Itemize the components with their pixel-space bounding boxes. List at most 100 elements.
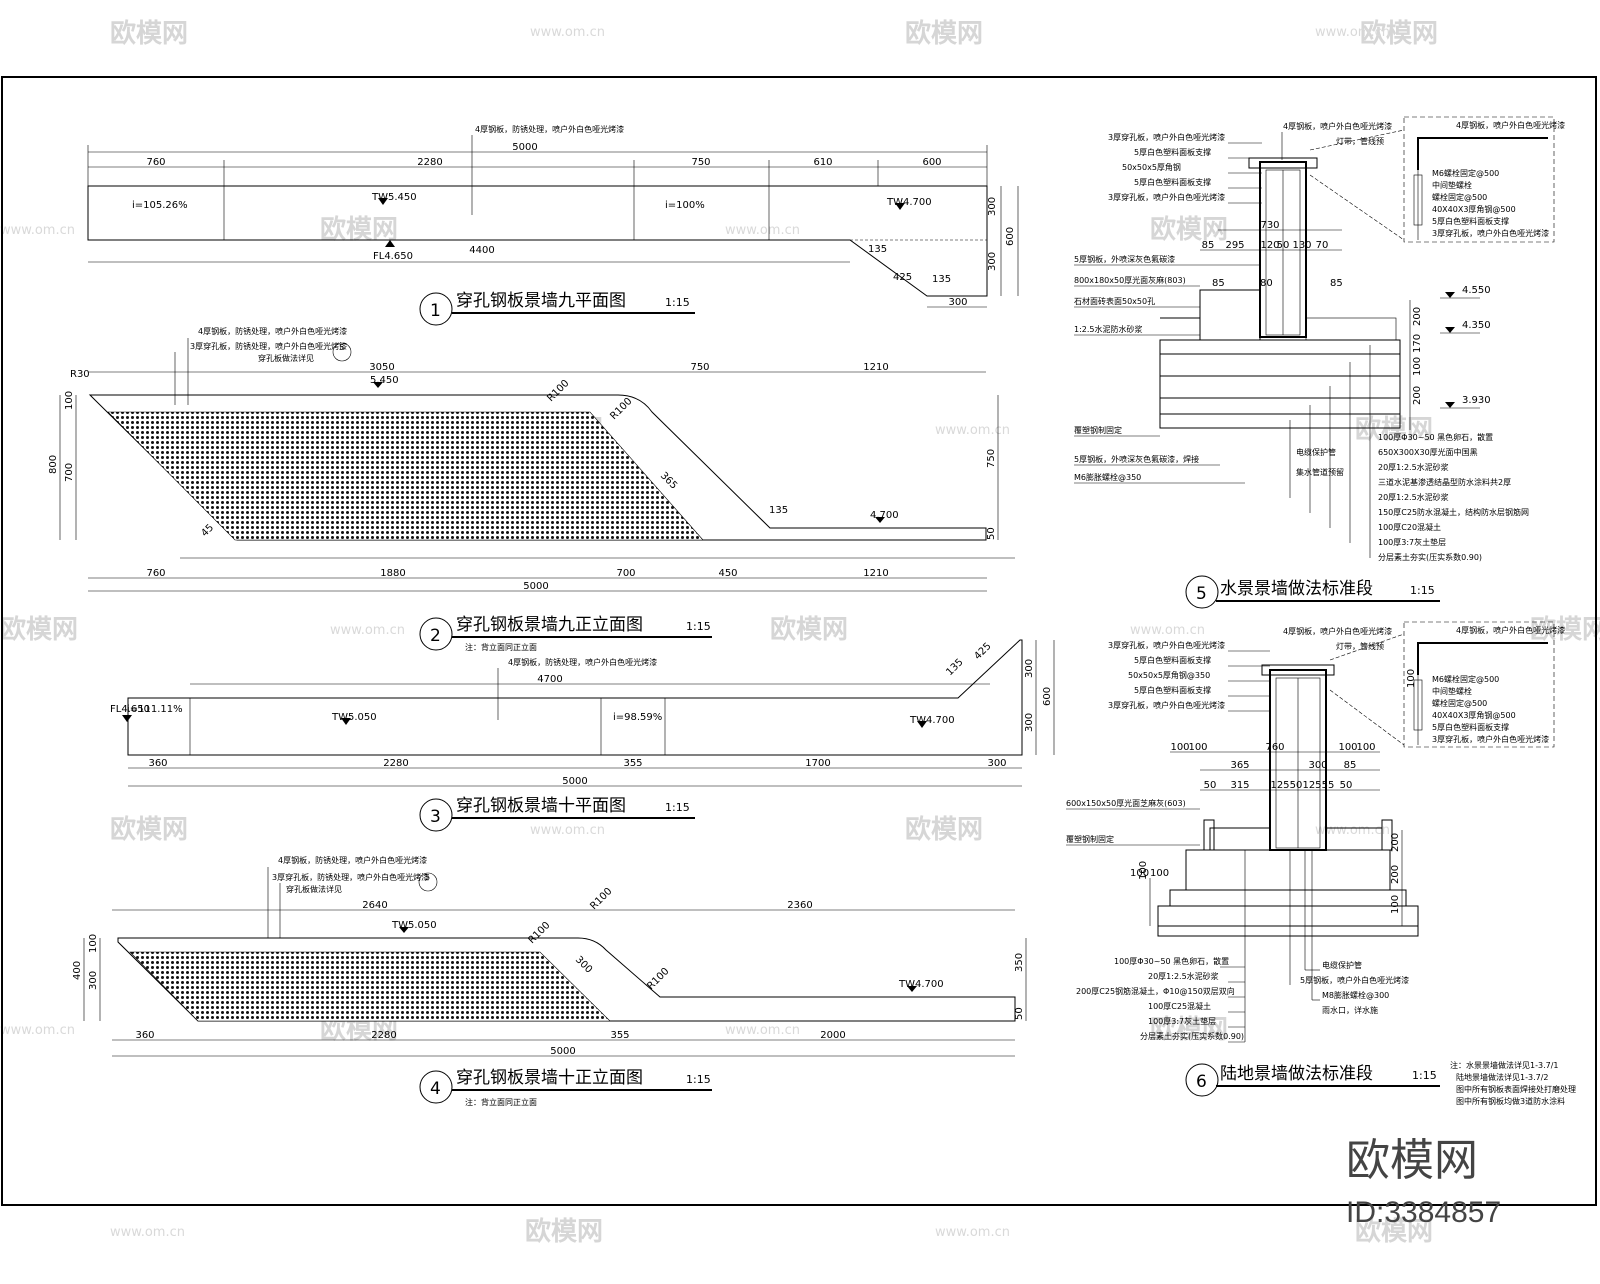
dim: 450 — [718, 568, 737, 579]
radius: R100 — [588, 886, 614, 912]
dim: 70 — [1316, 240, 1329, 251]
radius: R100 — [526, 920, 552, 946]
drawing-title: 穿孔钢板景墙十正立面图 — [456, 1068, 643, 1088]
label: 5厚白色塑料面板支撑 — [1134, 177, 1211, 187]
drawing-4-elevation-wall-10: 4厚钢板，防锈处理，喷户外白色哑光烤漆 3厚穿孔板，防锈处理，喷户外白色哑光烤漆… — [72, 855, 1027, 1107]
brand-logo: 欧模网 — [1346, 1136, 1478, 1185]
level: TW4.700 — [909, 715, 955, 726]
dim: 2280 — [417, 157, 442, 168]
label: 3厚穿孔板，喷户外白色哑光烤漆 — [1108, 640, 1225, 650]
label: 覆塑钢制固定 — [1066, 834, 1114, 844]
label: 覆塑钢制固定 — [1074, 425, 1122, 435]
dim: 350 — [1014, 953, 1025, 972]
slope: i=105.26% — [132, 200, 188, 211]
drawing-scale: 1:15 — [1412, 1069, 1437, 1082]
sub-note: 注：背立面同正立面 — [465, 642, 537, 652]
dim: 50 — [986, 527, 997, 540]
watermark: 欧模网 — [905, 18, 983, 49]
label: 分层素土夯实(压实系数0.90) — [1378, 552, 1482, 562]
dim: 360 — [135, 1030, 154, 1041]
level: 4.700 — [870, 510, 899, 521]
dim: 100 — [1150, 868, 1169, 879]
inset-label: 中间垫螺栓 — [1432, 180, 1472, 190]
dim: 170 — [1412, 334, 1423, 353]
angle: 45 — [199, 522, 216, 539]
level: 4.350 — [1462, 320, 1491, 331]
dim: 100 — [1390, 895, 1401, 914]
level: TW5.450 — [371, 192, 417, 203]
watermark: 欧模网 — [905, 814, 983, 845]
label: M8膨胀螺栓@300 — [1322, 990, 1389, 1000]
dim: 600 — [922, 157, 941, 168]
detail-ref: 5 — [425, 873, 430, 882]
dim: 1210 — [863, 568, 888, 579]
dim: 200 — [1412, 307, 1423, 326]
label: 雨水口，详水施 — [1322, 1005, 1378, 1015]
dim: 50 — [1204, 780, 1217, 791]
watermark: 欧模网 — [1355, 1216, 1433, 1247]
radius: R100 — [608, 396, 634, 422]
dim: 750 — [691, 157, 710, 168]
general-note: 陆地景墙做法详见1-3.7/2 — [1456, 1072, 1548, 1082]
dim: 355 — [610, 1030, 629, 1041]
drawing-3-plan-wall-10: 4厚钢板，防锈处理，喷户外白色哑光烤漆 4700 i=111.11% i=98.… — [110, 639, 1055, 832]
material-note: 穿孔板做法详见 — [258, 353, 314, 363]
level: 5.450 — [370, 375, 399, 386]
dim: 200 — [1390, 833, 1401, 852]
dim: 85 — [1330, 278, 1343, 289]
drawing-number: 3 — [430, 807, 441, 827]
label: 600x150x50厚光面芝麻灰(603) — [1066, 798, 1186, 808]
angle: 135 — [932, 274, 951, 285]
label: 650X300X30厚光面中国黑 — [1378, 447, 1478, 457]
label: 5厚钢板，外喷深灰色氟碳漆 — [1074, 254, 1175, 264]
label: 5厚钢板，外喷深灰色氟碳漆，焊接 — [1074, 454, 1199, 464]
total-dim: 5000 — [512, 142, 537, 153]
dim: 85 — [1212, 278, 1225, 289]
dim: 360 — [148, 758, 167, 769]
dim: 365 — [1230, 760, 1249, 771]
material-note: 3厚穿孔板，防锈处理，喷户外白色哑光烤漆 — [272, 872, 429, 882]
sub-note: 注：背立面同正立面 — [465, 1097, 537, 1107]
dim: 50 — [1277, 240, 1290, 251]
dim: 300 — [948, 297, 967, 308]
dim: 100 — [1130, 868, 1149, 879]
inset-label: 3厚穿孔板，喷户外白色哑光烤漆 — [1432, 734, 1549, 744]
label: 灯带，管线预 — [1336, 136, 1384, 146]
material-note: 4厚钢板，防锈处理，喷户外白色哑光烤漆 — [278, 855, 427, 865]
dim: 50 — [1290, 780, 1303, 791]
dim: 100 — [1338, 742, 1357, 753]
dim: 1210 — [863, 362, 888, 373]
watermark-url: www.om.cn — [530, 25, 605, 40]
dim: 3050 — [369, 362, 394, 373]
dim: 2280 — [371, 1030, 396, 1041]
dim: 4400 — [469, 245, 494, 256]
dim: 760 — [146, 568, 165, 579]
drawing-number: 6 — [1196, 1072, 1207, 1092]
label: 100厚Φ30~50 黑色卵石，散置 — [1114, 956, 1229, 966]
level: FL4.650 — [373, 251, 413, 262]
dim: 300 — [1308, 760, 1327, 771]
material-note: 4厚钢板，防锈处理，喷户外白色哑光烤漆 — [508, 657, 657, 667]
dim: 300 — [987, 252, 998, 271]
dim: 2640 — [362, 900, 387, 911]
inset-label: 4厚钢板，喷户外白色哑光烤漆 — [1456, 120, 1565, 130]
dim: 760 — [146, 157, 165, 168]
watermark-url: www.om.cn — [1130, 623, 1205, 638]
level: TW4.700 — [886, 197, 932, 208]
level: 3.930 — [1462, 395, 1491, 406]
label: 3厚穿孔板，喷户外白色哑光烤漆 — [1108, 700, 1225, 710]
label: 3厚穿孔板，喷户外白色哑光烤漆 — [1108, 192, 1225, 202]
label: 5厚白色塑料面板支撑 — [1134, 147, 1211, 157]
watermark: 欧模网 — [1150, 214, 1228, 245]
dim: 100 — [1356, 742, 1375, 753]
label: 150厚C25防水混凝土，结构防水层钢筋网 — [1378, 507, 1529, 517]
drawing-number: 2 — [430, 626, 441, 646]
material-note: 3厚穿孔板，防锈处理，喷户外白色哑光烤漆 — [190, 341, 347, 351]
watermark: 欧模网 — [1355, 414, 1433, 445]
dim: 200 — [1390, 865, 1401, 884]
label: 50x50x5厚角钢@350 — [1128, 670, 1210, 680]
dim: 750 — [690, 362, 709, 373]
radius: R100 — [645, 966, 671, 992]
dim: 80 — [1260, 278, 1273, 289]
slope: i=98.59% — [613, 712, 662, 723]
